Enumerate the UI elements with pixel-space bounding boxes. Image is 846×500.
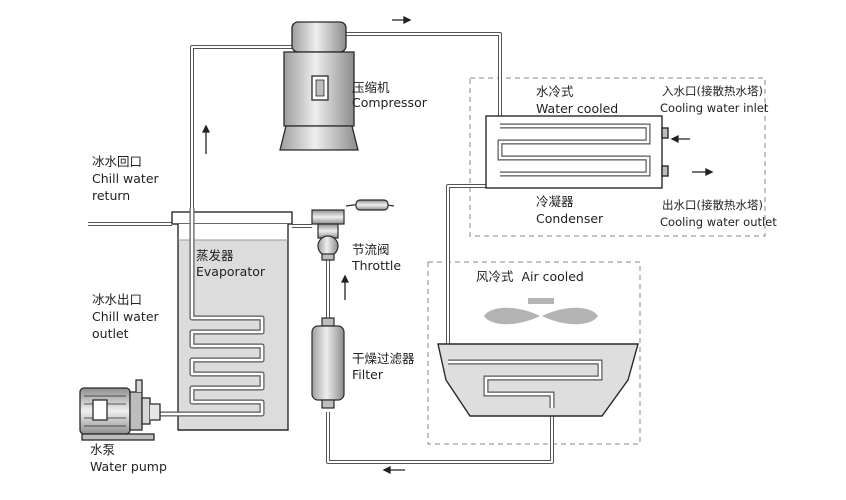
pump-label-cn: 水泵 [90, 442, 116, 457]
filter-label-cn: 干燥过滤器 [352, 351, 415, 366]
water-cooled-zone [469, 77, 766, 237]
chill-outlet-label-cn: 冰水出口 [92, 292, 143, 307]
throttle-label-cn: 节流阀 [352, 242, 390, 257]
water-cooled-label-en: Water cooled [536, 101, 619, 116]
water-cooled-condenser [485, 115, 669, 189]
pump-label-en: Water pump [90, 459, 167, 474]
chill-return-label-en1: Chill water [92, 171, 159, 186]
air-cooled-zone [427, 261, 641, 445]
evaporator-label-en: Evaporator [196, 264, 266, 279]
chill-return-label-en2: return [92, 188, 131, 203]
water-pump-icon [79, 379, 161, 441]
chill-outlet-label-en1: Chill water [92, 309, 159, 324]
compressor-label-en: Compressor [352, 95, 427, 110]
cooling-outlet-label-cn: 出水口(接散热水塔) [662, 198, 763, 212]
fan-icon [484, 298, 598, 325]
water-cooled-label-cn: 水冷式 [536, 84, 574, 99]
evaporator-label-cn: 蒸发器 [196, 248, 234, 263]
air-cooled-label: 风冷式 Air cooled [476, 269, 584, 284]
filter-icon [311, 317, 345, 409]
condenser-label-en: Condenser [536, 211, 604, 226]
chill-outlet-label-en2: outlet [92, 326, 129, 341]
evaporator [160, 208, 293, 431]
cooling-inlet-label-cn: 入水口(接散热水塔) [662, 84, 763, 98]
cooling-outlet-label-en: Cooling water outlet [660, 215, 777, 229]
throttle-valve-icon [311, 199, 395, 261]
condenser-label-cn: 冷凝器 [536, 194, 574, 209]
compressor [279, 21, 359, 151]
filter-label-en: Filter [352, 367, 383, 382]
chill-return-label-cn: 冰水回口 [92, 154, 143, 169]
throttle-label-en: Throttle [352, 258, 402, 273]
flow-arrows [201, 15, 714, 475]
compressor-label-cn: 压缩机 [352, 80, 390, 95]
air-cooled-condenser [437, 343, 639, 417]
cooling-inlet-label-en: Cooling water inlet [660, 101, 769, 115]
